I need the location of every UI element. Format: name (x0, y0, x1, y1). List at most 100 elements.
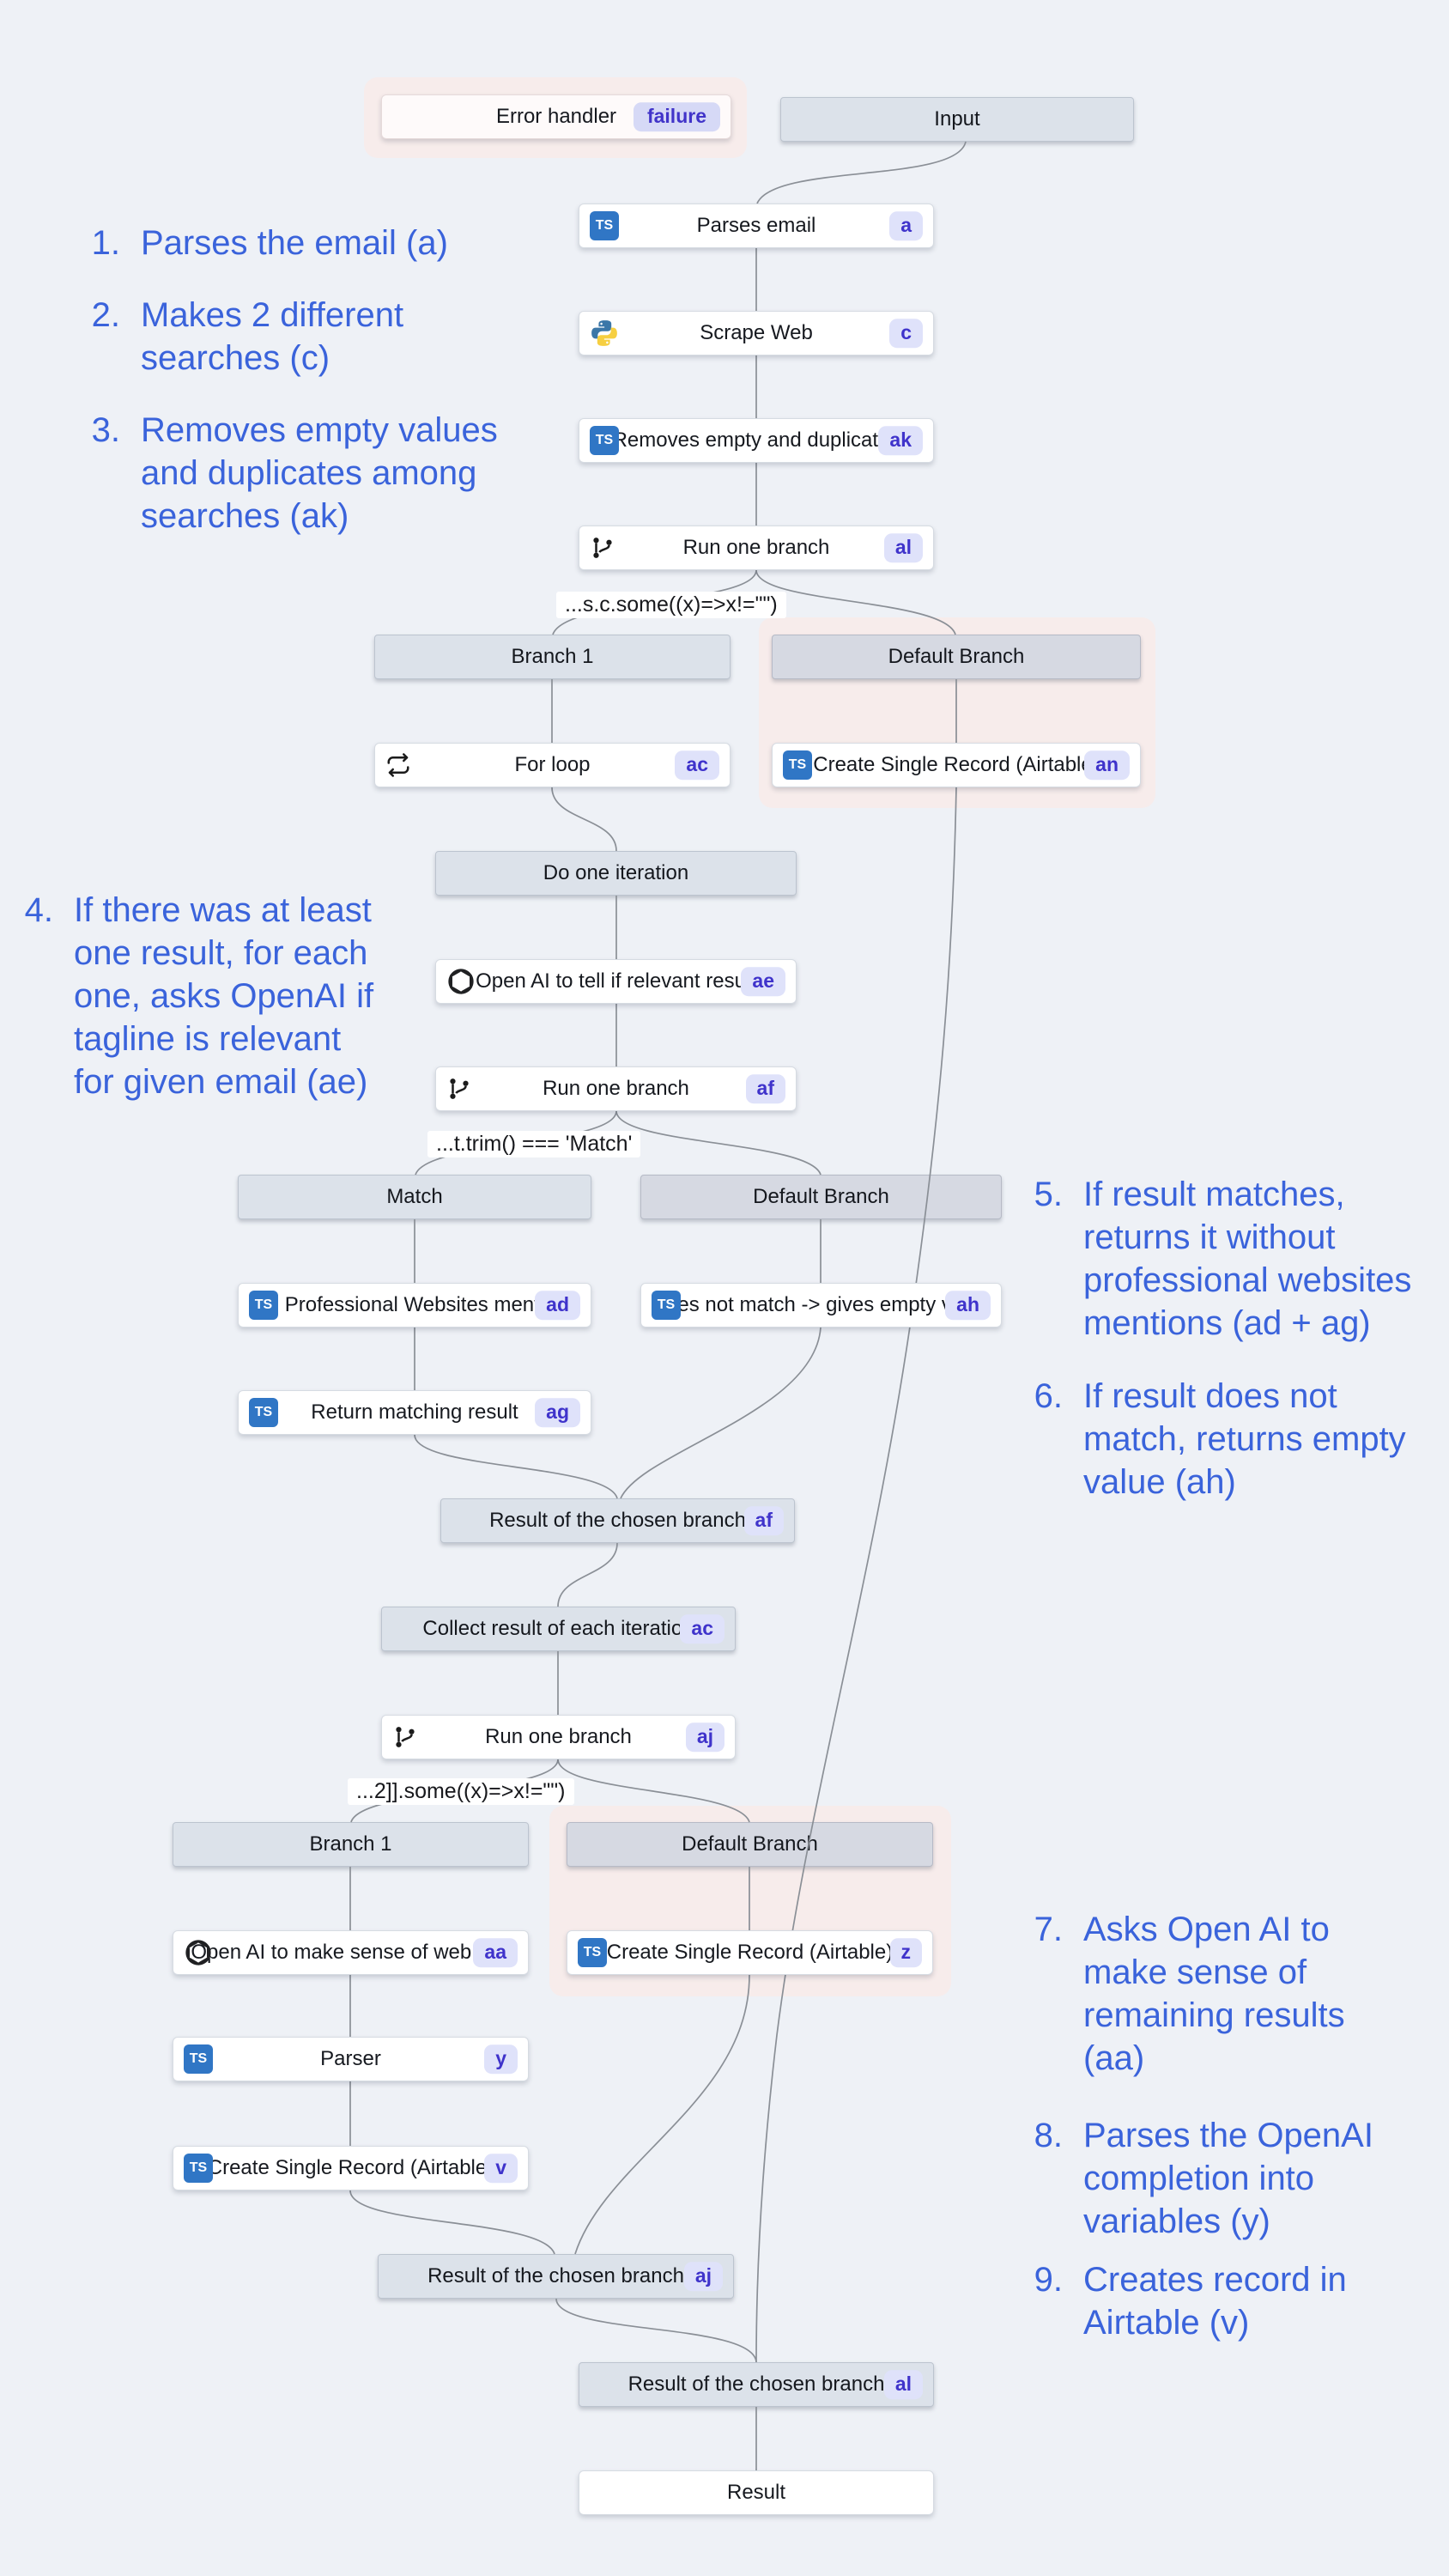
annotation-number: 7. (1034, 1911, 1063, 1948)
branch-header-default-3[interactable]: Default Branch (567, 1822, 933, 1867)
branch-header-default-2[interactable]: Default Branch (640, 1175, 1002, 1219)
node-run-one-branch-af[interactable]: Run one branch af (435, 1066, 797, 1111)
edge (551, 787, 617, 852)
node-badge: aj (683, 2262, 723, 2291)
edge (349, 2190, 555, 2255)
node-label: Does not match -> gives empty value (651, 1293, 991, 1316)
condition-label-3: ...2]].some((x)=>x!="") (348, 1778, 574, 1805)
annotation-7: 7. Asks Open AI to make sense of remaini… (1022, 1908, 1345, 2080)
annotation-number: 5. (1034, 1176, 1063, 1213)
header-result-chosen-branch-aj[interactable]: Result of the chosen branch aj (378, 2254, 734, 2299)
node-label: Create Single Record (Airtable) (813, 753, 1100, 776)
node-badge: ac (675, 750, 719, 780)
annotation-2: 2. Makes 2 different searches (c) (79, 294, 403, 380)
annotation-number: 3. (91, 411, 120, 449)
node-label: Create Single Record (Airtable) (606, 1941, 894, 1964)
node-label: Run one branch (485, 1725, 632, 1748)
node-label: Run one branch (543, 1077, 689, 1100)
node-badge: af (745, 1074, 785, 1103)
annotation-9: 9. Creates record in Airtable (v) (1022, 2258, 1347, 2344)
node-create-single-record-z[interactable]: TS Create Single Record (Airtable) z (567, 1930, 933, 1975)
git-branch-icon (446, 1076, 472, 1102)
branch-label: Match (386, 1185, 443, 1208)
annotation-number: 1. (91, 224, 120, 262)
branch-header-branch1[interactable]: Branch 1 (374, 635, 731, 679)
branch-header-branch1-2[interactable]: Branch 1 (173, 1822, 529, 1867)
node-label: Parses email (696, 214, 816, 237)
header-do-one-iteration[interactable]: Do one iteration (435, 851, 797, 896)
node-openai-make-sense[interactable]: Open AI to make sense of web info aa (173, 1930, 529, 1975)
typescript-icon: TS (590, 211, 619, 240)
node-badge: v (484, 2154, 518, 2183)
annotation-text: If there was at least one result, for ea… (74, 891, 374, 1101)
node-create-single-record-v[interactable]: TS Create Single Record (Airtable) v (173, 2146, 529, 2190)
node-kill-professional-websites[interactable]: TS Kill Professional Websites mentions a… (238, 1283, 591, 1327)
condition-label-2: ...t.trim() === 'Match' (427, 1131, 641, 1157)
branch-label: Collect result of each iteration (422, 1617, 694, 1640)
failure-badge: failure (633, 102, 720, 131)
typescript-icon: TS (184, 2154, 213, 2183)
annotation-text: If result matches, returns it without pr… (1083, 1176, 1412, 1342)
node-run-one-branch-al[interactable]: Run one branch al (579, 526, 934, 570)
node-does-not-match[interactable]: TS Does not match -> gives empty value a… (640, 1283, 1002, 1327)
git-branch-icon (590, 535, 615, 561)
branch-header-default-1[interactable]: Default Branch (772, 635, 1141, 679)
edge (574, 1974, 750, 2255)
node-badge: z (889, 1938, 922, 1967)
annotation-1: 1. Parses the email (a) (79, 222, 448, 264)
branch-header-match[interactable]: Match (238, 1175, 591, 1219)
node-label: Error handler (495, 105, 617, 128)
branch-label: Default Branch (682, 1832, 818, 1856)
header-collect-result[interactable]: Collect result of each iteration ac (381, 1607, 736, 1651)
node-badge: al (883, 2370, 923, 2399)
node-error-handler[interactable]: Error handler failure (381, 94, 731, 139)
node-badge: aa (473, 1938, 518, 1967)
edge (755, 787, 957, 2363)
node-label: Kill Professional Websites mentions (252, 1293, 578, 1316)
annotation-text: Parses the OpenAI completion into variab… (1083, 2117, 1373, 2240)
node-openai-relevant-result[interactable]: Open AI to tell if relevant result ae (435, 959, 797, 1004)
annotation-number: 9. (1034, 2261, 1063, 2299)
node-label: Removes empty and duplicates (612, 428, 900, 452)
edge (555, 2298, 757, 2363)
typescript-icon: TS (578, 1938, 607, 1967)
node-badge: a (889, 211, 923, 240)
node-label: Result (726, 2481, 786, 2504)
node-parses-email[interactable]: TS Parses email a (579, 204, 934, 248)
node-return-matching-result[interactable]: TS Return matching result ag (238, 1390, 591, 1435)
typescript-icon: TS (184, 2044, 213, 2074)
header-result-chosen-branch-al[interactable]: Result of the chosen branch al (579, 2362, 934, 2407)
node-scrape-web[interactable]: Scrape Web c (579, 311, 934, 355)
node-parser[interactable]: TS Parser y (173, 2037, 529, 2081)
annotation-3: 3. Removes empty values and duplicates a… (79, 409, 498, 538)
node-label: Open AI to make sense of web info (191, 1941, 511, 1964)
node-create-single-record-an[interactable]: TS Create Single Record (Airtable) an (772, 743, 1141, 787)
branch-label: Default Branch (753, 1185, 889, 1208)
python-icon (590, 319, 619, 348)
node-result[interactable]: Result (579, 2470, 934, 2515)
node-for-loop[interactable]: For loop ac (374, 743, 731, 787)
typescript-icon: TS (652, 1291, 681, 1320)
annotation-text: Creates record in Airtable (v) (1083, 2261, 1347, 2342)
node-badge: c (889, 319, 923, 348)
node-label: Open AI to tell if relevant result (476, 969, 756, 993)
node-run-one-branch-aj[interactable]: Run one branch aj (381, 1715, 736, 1759)
annotation-text: If result does not match, returns empty … (1083, 1377, 1406, 1501)
node-label: Scrape Web (700, 321, 813, 344)
annotation-4: 4. If there was at least one result, for… (12, 889, 373, 1103)
node-input[interactable]: Input (780, 97, 1134, 142)
edge (557, 1542, 618, 1607)
branch-label: Branch 1 (511, 645, 594, 668)
header-result-chosen-branch-af[interactable]: Result of the chosen branch af (440, 1498, 795, 1543)
node-label: Input (934, 107, 980, 131)
node-badge: y (484, 2044, 518, 2074)
node-label: Parser (320, 2047, 381, 2070)
annotation-number: 6. (1034, 1377, 1063, 1415)
edge (620, 1327, 822, 1499)
edge (756, 141, 967, 204)
node-removes-empty-duplicates[interactable]: TS Removes empty and duplicates ak (579, 418, 934, 463)
node-label: Run one branch (682, 536, 830, 559)
edge (615, 1110, 822, 1176)
annotation-text: Parses the email (a) (141, 224, 448, 262)
annotation-number: 4. (24, 891, 53, 929)
